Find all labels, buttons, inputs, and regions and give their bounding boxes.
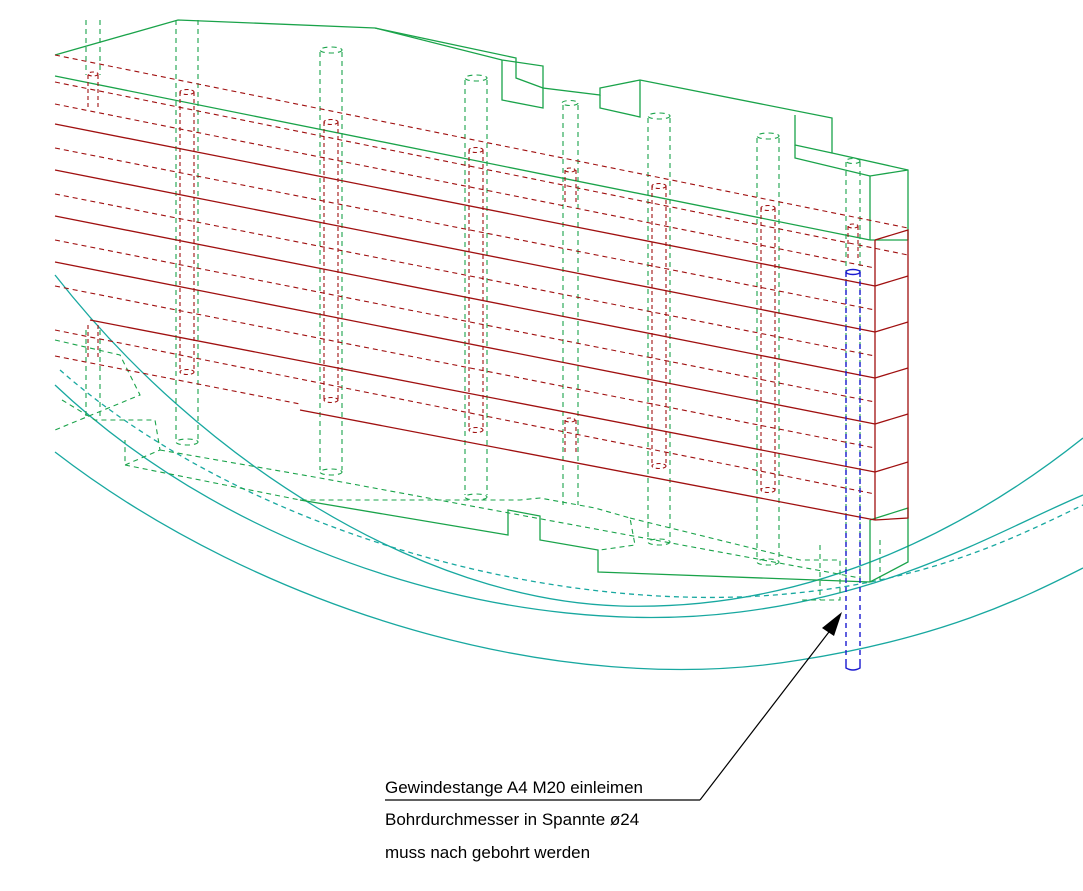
post-6 (647, 112, 671, 546)
hull-curve-outer (54, 274, 1083, 607)
post-7 (756, 132, 780, 566)
post-3 (319, 46, 343, 476)
vertical-posts (85, 20, 861, 580)
bolt-hole-5 (564, 167, 577, 455)
bolt-hole-6 (651, 182, 667, 470)
frame-step-right-front (794, 145, 909, 177)
annotation-line-3: muss nach gebohrt werden (385, 843, 591, 862)
post-1 (85, 20, 101, 420)
beam-line-3 (54, 215, 876, 379)
hull-curve-inner (54, 451, 1083, 671)
frame-hidden-left (54, 339, 141, 431)
leader-arrowhead (822, 612, 842, 636)
bolt-hole-8 (847, 223, 859, 260)
laminated-beams-hidden (54, 54, 909, 495)
frame-step-rear (501, 60, 544, 109)
hull-curves (54, 274, 1083, 671)
frame-structure (54, 19, 909, 583)
leader-line (699, 627, 833, 801)
bolt-hole-3 (323, 118, 339, 404)
post-5 (561, 99, 579, 505)
frame-hidden-bottom (124, 464, 636, 551)
beam-line-6 (299, 409, 876, 521)
frame-step-right (794, 115, 833, 154)
beam-line-2 (54, 169, 876, 333)
annotation-line-1: Gewindestange A4 M20 einleimen (385, 778, 643, 797)
beam-line-1 (54, 123, 876, 287)
beam-end-stack (874, 229, 909, 521)
threaded-rod-top (845, 268, 861, 276)
bolt-hole-1 (87, 71, 99, 358)
laminated-beams (54, 123, 909, 521)
post-4 (464, 74, 488, 501)
frame-hidden-base (159, 449, 861, 579)
annotation-line-2: Bohrdurchmesser in Spannte ø24 (385, 810, 640, 829)
hull-curve-dashed (59, 369, 1083, 599)
threaded-rod-bottom (845, 660, 861, 671)
bolt-hole-7 (760, 204, 776, 494)
frame-front-top-edge (54, 75, 871, 241)
frame-hidden-lines (54, 339, 881, 601)
frame-top-contour-back (374, 27, 544, 89)
beam-line-4 (54, 261, 876, 425)
frame-step-mid (599, 80, 641, 118)
bolt-hole-4 (468, 146, 484, 434)
frame-hidden-right (629, 517, 841, 601)
frame-hidden-left-2 (61, 399, 161, 466)
frame-bottom-contour (299, 499, 909, 583)
bolt-hole-2 (179, 88, 195, 376)
threaded-rod (845, 268, 861, 671)
annotation-leader (385, 612, 842, 801)
hull-curve-middle (54, 384, 1083, 619)
post-2 (175, 20, 199, 446)
bolt-holes (87, 71, 859, 494)
